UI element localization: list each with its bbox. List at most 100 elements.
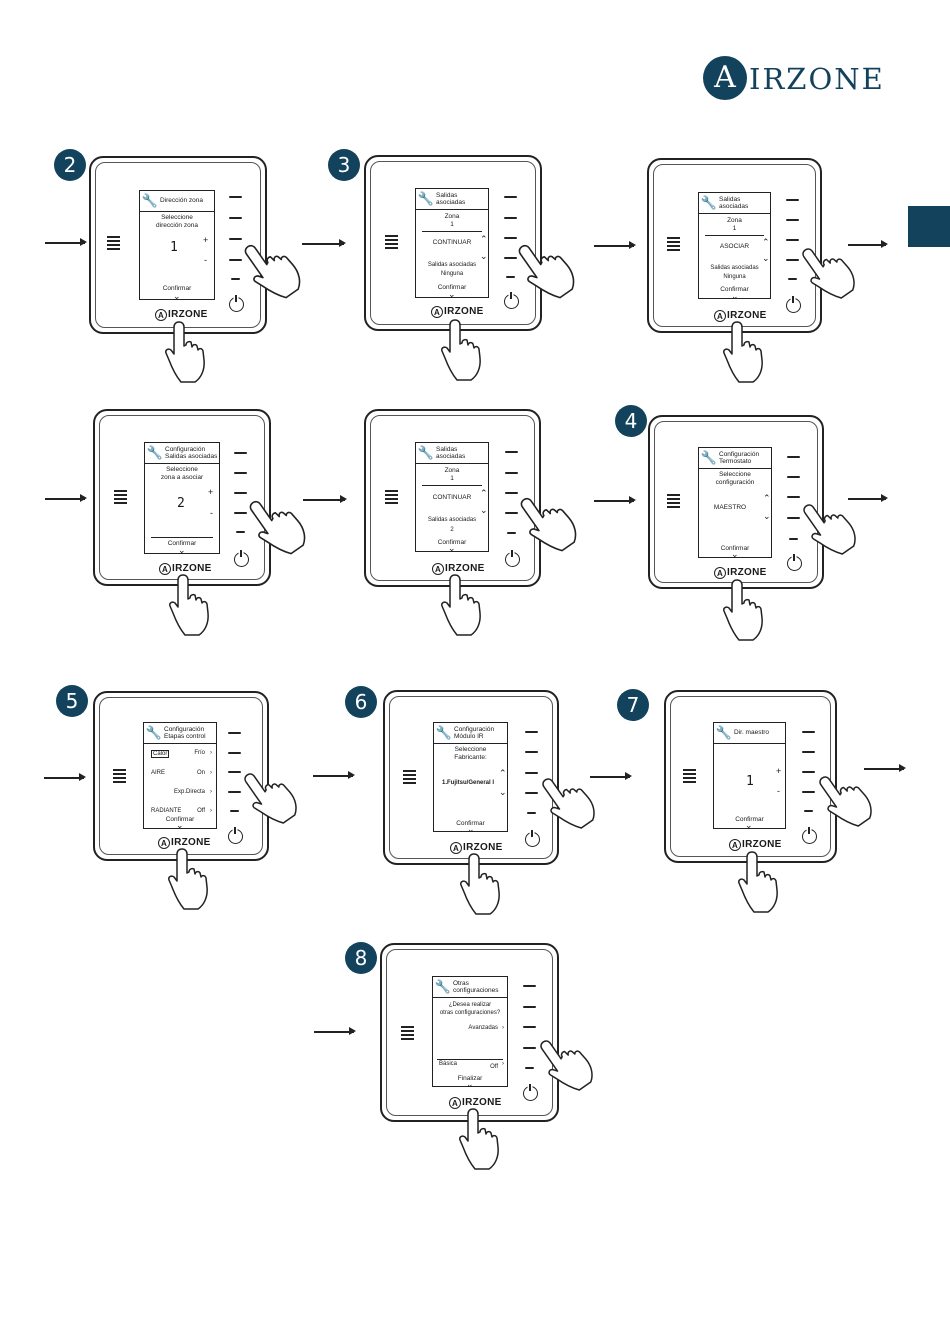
pointing-hand-icon xyxy=(248,490,308,560)
menu-button[interactable] xyxy=(523,1006,536,1008)
chevron-down-icon: ⌄ xyxy=(480,251,488,261)
menu-button[interactable] xyxy=(523,985,536,987)
chevron-down-icon: ⌄ xyxy=(499,787,507,797)
menu-button[interactable] xyxy=(788,278,797,280)
flow-arrow xyxy=(590,773,632,779)
option-row[interactable]: Básica › Off xyxy=(439,1061,504,1070)
menu-button[interactable] xyxy=(229,217,242,219)
menu-button[interactable] xyxy=(234,492,247,494)
menu-button[interactable] xyxy=(786,239,799,241)
option-row[interactable]: Calor › Frío xyxy=(151,750,212,758)
power-icon[interactable] xyxy=(787,554,802,571)
menu-button[interactable] xyxy=(229,238,242,240)
flow-arrow xyxy=(313,772,355,778)
menu-button[interactable] xyxy=(228,732,241,734)
pointing-hand-icon xyxy=(801,494,859,560)
option-row[interactable]: RADIANTE › Off xyxy=(151,808,212,814)
menu-button[interactable] xyxy=(236,531,245,533)
step-badge: 4 xyxy=(615,405,647,437)
menu-button[interactable] xyxy=(230,810,239,812)
menu-button[interactable] xyxy=(505,512,518,514)
menu-button[interactable] xyxy=(523,1047,536,1049)
chevron-down-icon: ⌄ xyxy=(178,545,186,554)
menu-button[interactable] xyxy=(802,751,815,753)
menu-button[interactable] xyxy=(527,812,536,814)
menu-button[interactable] xyxy=(787,456,800,458)
power-icon[interactable] xyxy=(228,827,243,844)
menu-icon xyxy=(403,770,416,784)
menu-button[interactable] xyxy=(789,538,798,540)
menu-icon xyxy=(385,490,398,504)
menu-button[interactable] xyxy=(804,810,813,812)
menu-button[interactable] xyxy=(525,772,538,774)
menu-button[interactable] xyxy=(234,472,247,474)
power-icon[interactable] xyxy=(786,296,801,313)
menu-button[interactable] xyxy=(802,791,815,793)
menu-button[interactable] xyxy=(504,196,517,198)
option-row[interactable]: › Exp.Directa xyxy=(173,789,212,795)
menu-button[interactable] xyxy=(228,752,241,754)
menu-button[interactable] xyxy=(787,496,800,498)
menu-button[interactable] xyxy=(504,257,517,259)
menu-button[interactable] xyxy=(504,217,517,219)
pointing-hand-icon xyxy=(538,1030,596,1096)
menu-icon xyxy=(385,235,398,249)
step-badge: 8 xyxy=(345,942,377,974)
power-icon[interactable] xyxy=(504,292,519,309)
power-icon[interactable] xyxy=(525,830,540,847)
menu-button[interactable] xyxy=(787,517,800,519)
menu-button[interactable] xyxy=(229,259,242,261)
menu-button[interactable] xyxy=(525,792,538,794)
flow-arrow xyxy=(864,765,906,771)
flow-arrow xyxy=(44,774,86,780)
chevron-down-icon: ⌄ xyxy=(466,1079,474,1087)
menu-button[interactable] xyxy=(228,791,241,793)
menu-button[interactable] xyxy=(505,472,518,474)
pointing-hand-icon xyxy=(519,487,579,557)
menu-button[interactable] xyxy=(525,731,538,733)
menu-button[interactable] xyxy=(234,452,247,454)
option-row[interactable]: › Avanzadas xyxy=(468,1025,504,1031)
flow-arrow xyxy=(848,495,888,501)
menu-icon xyxy=(401,1026,414,1040)
menu-button[interactable] xyxy=(802,771,815,773)
pointing-hand-icon xyxy=(242,763,300,829)
chevron-right-icon: › xyxy=(210,770,212,776)
menu-button[interactable] xyxy=(786,199,799,201)
menu-button[interactable] xyxy=(231,278,240,280)
menu-button[interactable] xyxy=(786,259,799,261)
power-icon[interactable] xyxy=(229,295,244,312)
menu-button[interactable] xyxy=(229,196,242,198)
power-icon[interactable] xyxy=(802,827,817,844)
chevron-down-icon: ⌄ xyxy=(448,543,456,552)
menu-button[interactable] xyxy=(505,492,518,494)
pointing-hand-icon xyxy=(723,579,763,641)
menu-button[interactable] xyxy=(228,771,241,773)
menu-button[interactable] xyxy=(506,276,515,278)
wrench-icon: 🔧 xyxy=(417,445,435,460)
menu-button[interactable] xyxy=(786,219,799,221)
menu-button[interactable] xyxy=(802,731,815,733)
menu-button[interactable] xyxy=(525,751,538,753)
power-icon[interactable] xyxy=(505,550,520,567)
menu-button[interactable] xyxy=(507,532,516,534)
menu-button[interactable] xyxy=(505,451,518,453)
logo-text: IRZONE xyxy=(749,62,885,96)
option-row[interactable]: AIRE › On xyxy=(151,770,212,776)
menu-button[interactable] xyxy=(523,1026,536,1028)
menu-button[interactable] xyxy=(234,512,247,514)
menu-button[interactable] xyxy=(525,1067,534,1069)
menu-button[interactable] xyxy=(504,237,517,239)
power-icon[interactable] xyxy=(523,1084,538,1101)
thermostat-screen: 🔧Dirección zona Seleccione dirección zon… xyxy=(139,190,215,300)
thermostat-screen: 🔧Dir. maestro 1 + - Confirmar ⌄ xyxy=(713,722,786,829)
wrench-icon: 🔧 xyxy=(700,195,718,210)
power-icon[interactable] xyxy=(234,550,249,567)
menu-button[interactable] xyxy=(787,476,800,478)
